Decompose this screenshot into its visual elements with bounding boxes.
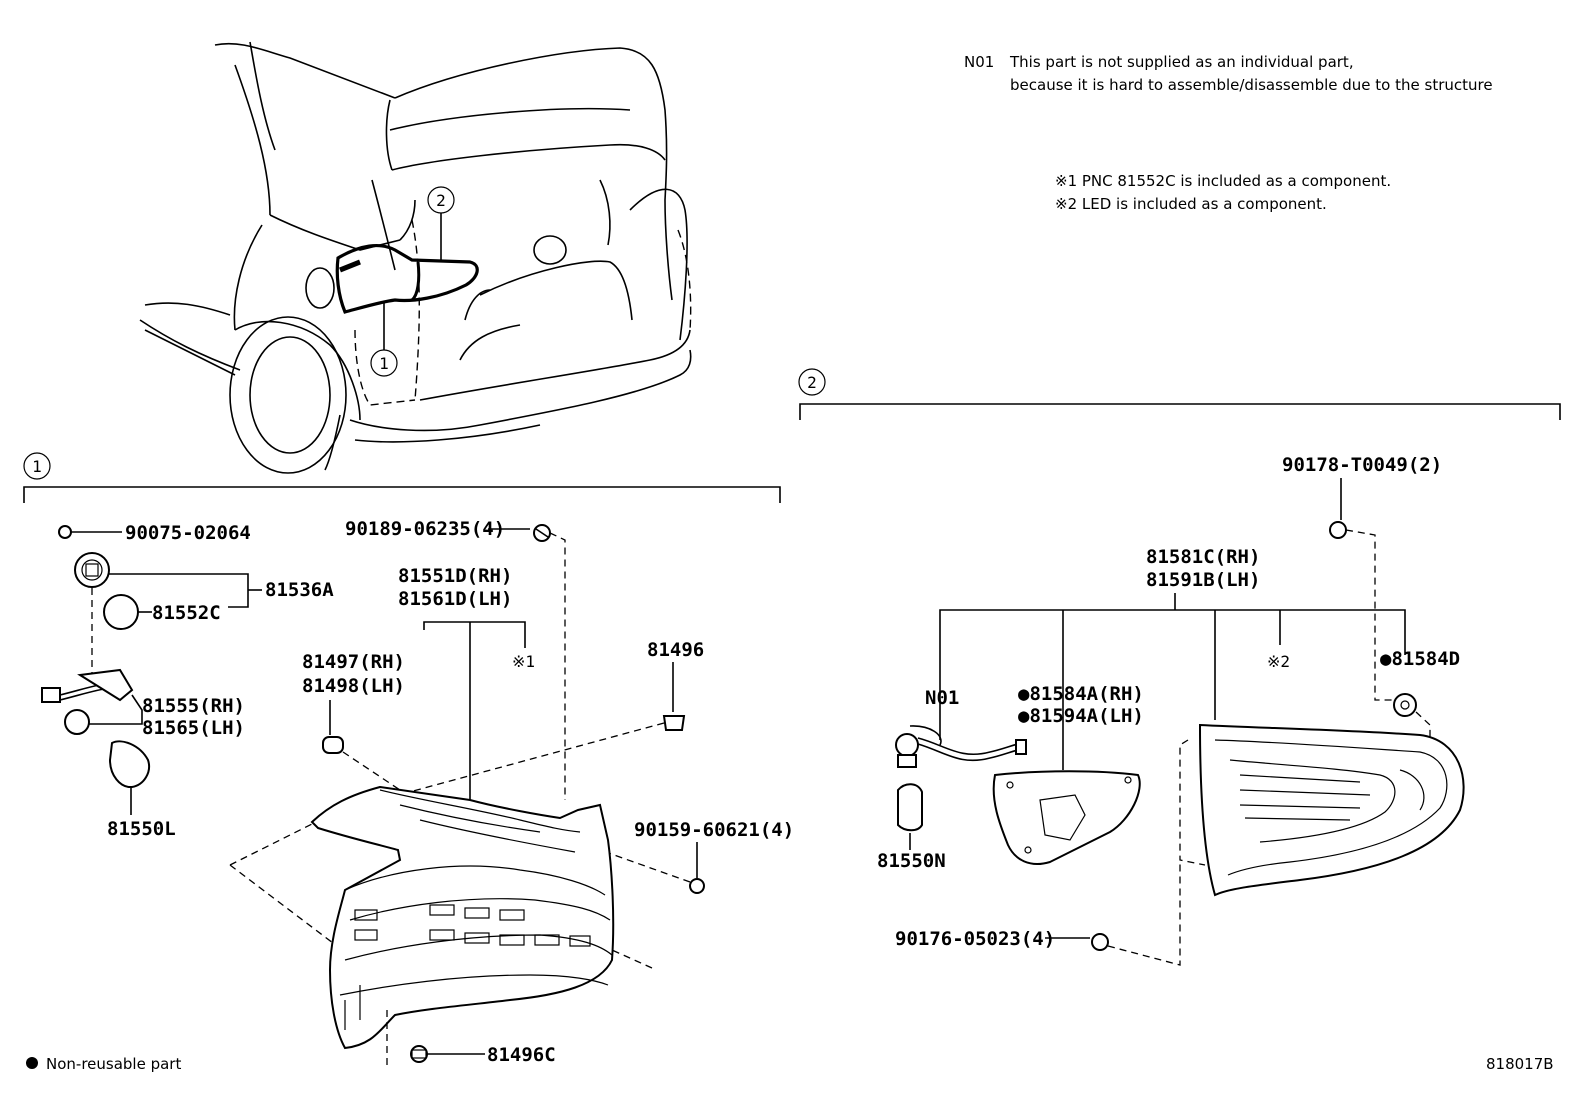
section-1-bracket <box>23 486 781 503</box>
part-90176-05023: 90176-05023(4) <box>895 928 1055 950</box>
note-n01-line2: because it is hard to assemble/disassemb… <box>1010 76 1493 94</box>
bulb-81550L-icon <box>108 740 150 789</box>
callout-circle-1-vehicle <box>370 349 398 377</box>
callout-1-vehicle: 1 <box>379 354 389 373</box>
wire-socket-icon <box>41 668 143 735</box>
section-1: 1 90075-02064 81536A 81552C <box>23 452 794 1070</box>
section-1-callout-circle <box>23 452 51 480</box>
socket-assembly-icon <box>74 552 262 608</box>
part-81584D: ●81584D <box>1380 648 1460 670</box>
figure-id: 818017B <box>1486 1055 1554 1073</box>
part-90159-60621: 90159-60621(4) <box>634 819 794 841</box>
section-2: 2 90178-T0049(2) 81581C(RH) 81591B(LH) ※… <box>798 368 1561 966</box>
section-2-callout: 2 <box>807 373 817 392</box>
part-81550L: 81550L <box>107 818 176 840</box>
part-81584A-rh: ●81584A(RH) <box>1018 683 1144 705</box>
rear-combination-lamp-illustration <box>229 785 615 1070</box>
non-reusable-bullet-icon <box>26 1057 38 1069</box>
part-81581C-rh: 81581C(RH) <box>1146 546 1260 568</box>
clip-90075-icon <box>58 525 122 539</box>
section-2-bracket <box>799 403 1561 420</box>
callout-2-vehicle: 2 <box>436 191 446 210</box>
screw-90189-icon <box>533 524 551 542</box>
clip-81496-icon <box>662 715 686 731</box>
note-ref2: ※2 LED is included as a component. <box>1055 195 1327 213</box>
inner-lamp-illustration <box>1179 723 1465 897</box>
callout-circle-2-vehicle <box>427 186 455 214</box>
legend-non-reusable: Non-reusable part <box>46 1055 181 1073</box>
vehicle-rear-illustration: 2 1 <box>139 41 692 474</box>
part-81555-rh: 81555(RH) <box>142 695 245 717</box>
note-ref1: ※1 PNC 81552C is included as a component… <box>1055 172 1391 190</box>
plug-81497-icon <box>322 736 344 754</box>
part-90189-06235: 90189-06235(4) <box>345 518 505 540</box>
screw-90159-icon <box>689 878 705 894</box>
part-81496C: 81496C <box>487 1044 556 1066</box>
clip-81496C-icon <box>410 1045 428 1063</box>
part-81591B-lh: 81591B(LH) <box>1146 569 1260 591</box>
note-n01-line1: This part is not supplied as an individu… <box>1009 53 1354 71</box>
gasket-ring-icon <box>103 594 139 630</box>
part-81594A-lh: ●81594A(LH) <box>1018 705 1144 727</box>
part-81552C: 81552C <box>152 602 221 624</box>
screw-90176-icon <box>1091 933 1109 951</box>
legend: Non-reusable part <box>26 1055 181 1073</box>
section-2-callout-circle <box>798 368 826 396</box>
part-81536A: 81536A <box>265 579 334 601</box>
grommet-81584D-icon <box>1393 693 1417 717</box>
part-81561D-lh: 81561D(LH) <box>398 588 512 610</box>
part-81565-lh: 81565(LH) <box>142 717 245 739</box>
bulb-81550N-icon <box>897 783 923 832</box>
ref-mark-1: ※1 <box>512 652 535 671</box>
section-1-callout: 1 <box>32 457 42 476</box>
notes-block: N01 This part is not supplied as an indi… <box>964 53 1493 213</box>
gasket-81584A-icon <box>992 770 1141 865</box>
part-90075-02064: 90075-02064 <box>125 522 251 544</box>
part-N01: N01 <box>925 687 959 709</box>
part-81496: 81496 <box>647 639 704 661</box>
part-81550N: 81550N <box>877 850 946 872</box>
part-81497-rh: 81497(RH) <box>302 651 405 673</box>
ref-mark-2: ※2 <box>1267 652 1290 671</box>
note-n01-code: N01 <box>964 53 994 71</box>
socket-wire-N01-icon <box>895 725 1027 768</box>
part-81498-lh: 81498(LH) <box>302 675 405 697</box>
part-90178-T0049: 90178-T0049(2) <box>1282 454 1442 476</box>
part-81551D-rh: 81551D(RH) <box>398 565 512 587</box>
screw-90178-icon <box>1329 521 1347 539</box>
